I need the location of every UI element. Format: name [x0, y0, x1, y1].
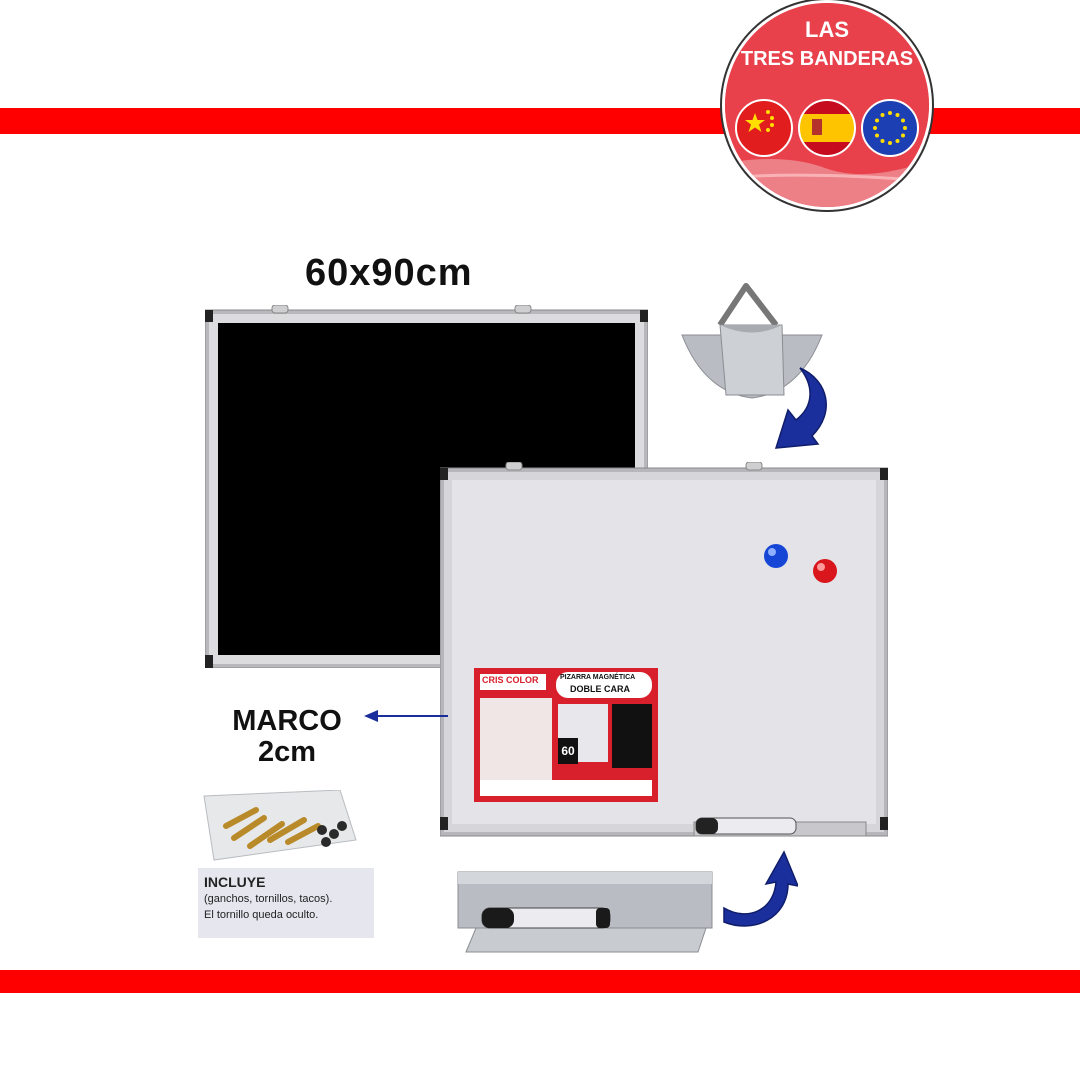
logo-line-1: LAS	[805, 17, 849, 42]
bottom-red-band	[0, 970, 1080, 993]
red-magnet	[813, 559, 837, 583]
package-title-1: PIZARRA MAGNÉTICA	[560, 674, 636, 681]
package-title-2: DOBLE CARA	[570, 684, 630, 694]
store-logo: LAS TRES BANDERAS	[722, 0, 932, 210]
blue-magnet	[764, 544, 788, 568]
curved-arrow-icon	[718, 848, 800, 932]
hanger-hook-icon	[680, 280, 825, 402]
package-size: 60	[558, 738, 578, 764]
hardware-bag-image	[200, 789, 360, 862]
size-label: 60x90cm	[305, 252, 473, 294]
spain-flag-icon	[798, 99, 856, 157]
logo-line-2: TRES BANDERAS	[740, 48, 914, 70]
frame-pointer-arrow	[364, 710, 448, 722]
includes-box: INCLUYE (ganchos, tornillos, tacos). El …	[198, 868, 374, 938]
includes-line2: El tornillo queda oculto.	[204, 909, 319, 921]
china-flag-icon	[735, 99, 793, 157]
frame-label-line2: 2cm	[257, 736, 317, 768]
eu-flag-icon	[861, 99, 919, 157]
includes-title: INCLUYE	[204, 874, 266, 890]
frame-label: MARCO 2cm	[222, 706, 352, 768]
marker-tray-image	[456, 868, 714, 956]
package-brand: CRIS COLOR	[482, 675, 539, 685]
curved-arrow-icon	[770, 362, 838, 460]
includes-line1: (ganchos, tornillos, tacos).	[204, 893, 333, 905]
frame-label-line1: MARCO	[232, 705, 342, 737]
product-label: CRIS COLOR PIZARRA MAGNÉTICA DOBLE CARA …	[474, 668, 658, 802]
